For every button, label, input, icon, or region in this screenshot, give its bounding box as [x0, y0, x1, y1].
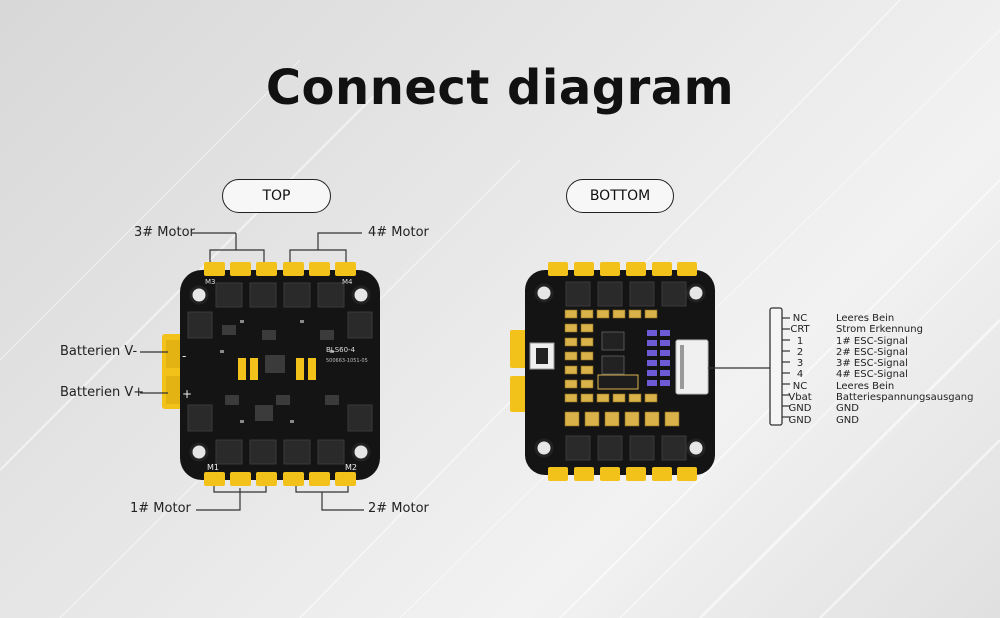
pin-name: CRT — [790, 324, 810, 336]
pin-description: 4# ESC-Signal — [836, 369, 908, 381]
battery-minus-label: Batterien V- — [60, 344, 138, 359]
top-board-pcb — [180, 270, 380, 480]
pin-description: 2# ESC-Signal — [836, 346, 908, 358]
pin-row: 2 2# ESC-Signal — [785, 347, 973, 358]
bottom-board — [510, 262, 790, 481]
pin-row: 3 3# ESC-Signal — [785, 358, 973, 369]
pin-description: Strom Erkennung — [836, 324, 923, 336]
pin-description: GND — [836, 414, 859, 426]
board-silk: BLS60-4 — [326, 346, 356, 354]
pin-description: Leeres Bein — [836, 313, 895, 324]
board-mark-m2: M2 — [345, 463, 357, 472]
pin-name: NC — [792, 380, 808, 392]
pin-row: GND GND — [785, 415, 973, 426]
top-board: BLS60-4 500663-1051-05 M3 M4 M1 M2 - + — [140, 232, 380, 511]
pin-name: GND — [788, 403, 812, 415]
board-mark-m3: M3 — [205, 278, 216, 286]
pin-description: Batteriespannungsausgang — [836, 392, 974, 404]
pin-name: 2 — [796, 346, 804, 358]
pin-description: 3# ESC-Signal — [836, 358, 908, 370]
battery-plus-label: Batterien V+ — [60, 385, 145, 400]
pin-name: 3 — [796, 358, 804, 370]
board-mark-plus: + — [182, 387, 192, 401]
pin-description: GND — [836, 403, 859, 415]
pin-row: 1 1# ESC-Signal — [785, 336, 973, 347]
pin-row: NC Leeres Bein — [785, 313, 973, 324]
motor4-label: 4# Motor — [368, 225, 429, 240]
pin-name: 4 — [796, 369, 804, 381]
pin-name: 1 — [796, 335, 804, 347]
board-mark-m1: M1 — [207, 463, 219, 472]
motor3-label: 3# Motor — [134, 225, 195, 240]
top-view-label: TOP — [222, 179, 331, 213]
pin-row: GND GND — [785, 403, 973, 414]
pin-row: Vbat Batteriespannungsausgang — [785, 392, 973, 403]
pin-description: Leeres Bein — [836, 380, 895, 392]
pin-name: Vbat — [788, 392, 812, 404]
board-mark-m4: M4 — [342, 278, 353, 286]
motor1-label: 1# Motor — [130, 501, 191, 516]
pin-name: GND — [788, 414, 812, 426]
pin-row: CRT Strom Erkennung — [785, 324, 973, 335]
connector-pinout-table: NC Leeres Bein CRT Strom Erkennung 1 1# ESC… — [785, 313, 973, 426]
board-serial: 500663-1051-05 — [326, 358, 368, 364]
motor2-label: 2# Motor — [368, 501, 429, 516]
bottom-view-label: BOTTOM — [566, 179, 674, 213]
page-title: Connect diagram — [265, 60, 735, 116]
pin-name: NC — [792, 313, 808, 324]
pin-row: 4 4# ESC-Signal — [785, 369, 973, 380]
board-mark-minus: - — [182, 349, 186, 363]
pin-row: NC Leeres Bein — [785, 381, 973, 392]
pin-description: 1# ESC-Signal — [836, 335, 908, 347]
